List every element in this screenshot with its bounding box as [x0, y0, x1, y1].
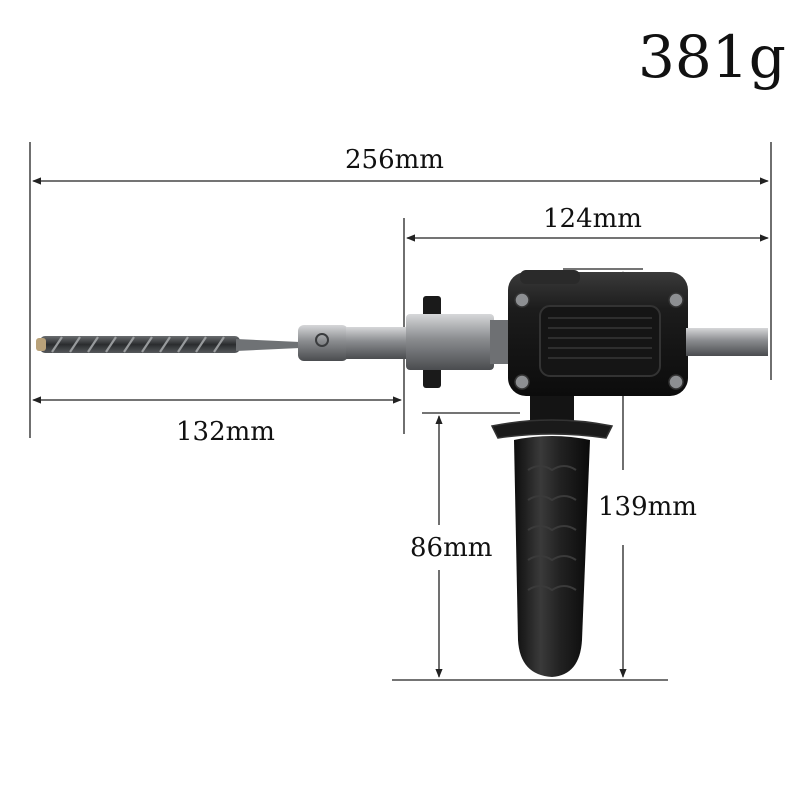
chuck-collar — [406, 296, 512, 388]
rear-length-label: 124mm — [543, 204, 642, 234]
gear-head — [508, 270, 768, 396]
overall-length-label: 256mm — [345, 145, 444, 175]
drill-attachment — [36, 270, 768, 677]
drill-bit — [36, 325, 408, 361]
side-handle — [490, 396, 614, 677]
total-height-label: 139mm — [598, 492, 697, 522]
product-weight: 381g — [638, 23, 786, 91]
bit-length-label: 132mm — [176, 417, 275, 447]
dimension-lines — [29, 142, 772, 681]
handle-height-label: 86mm — [410, 533, 493, 563]
